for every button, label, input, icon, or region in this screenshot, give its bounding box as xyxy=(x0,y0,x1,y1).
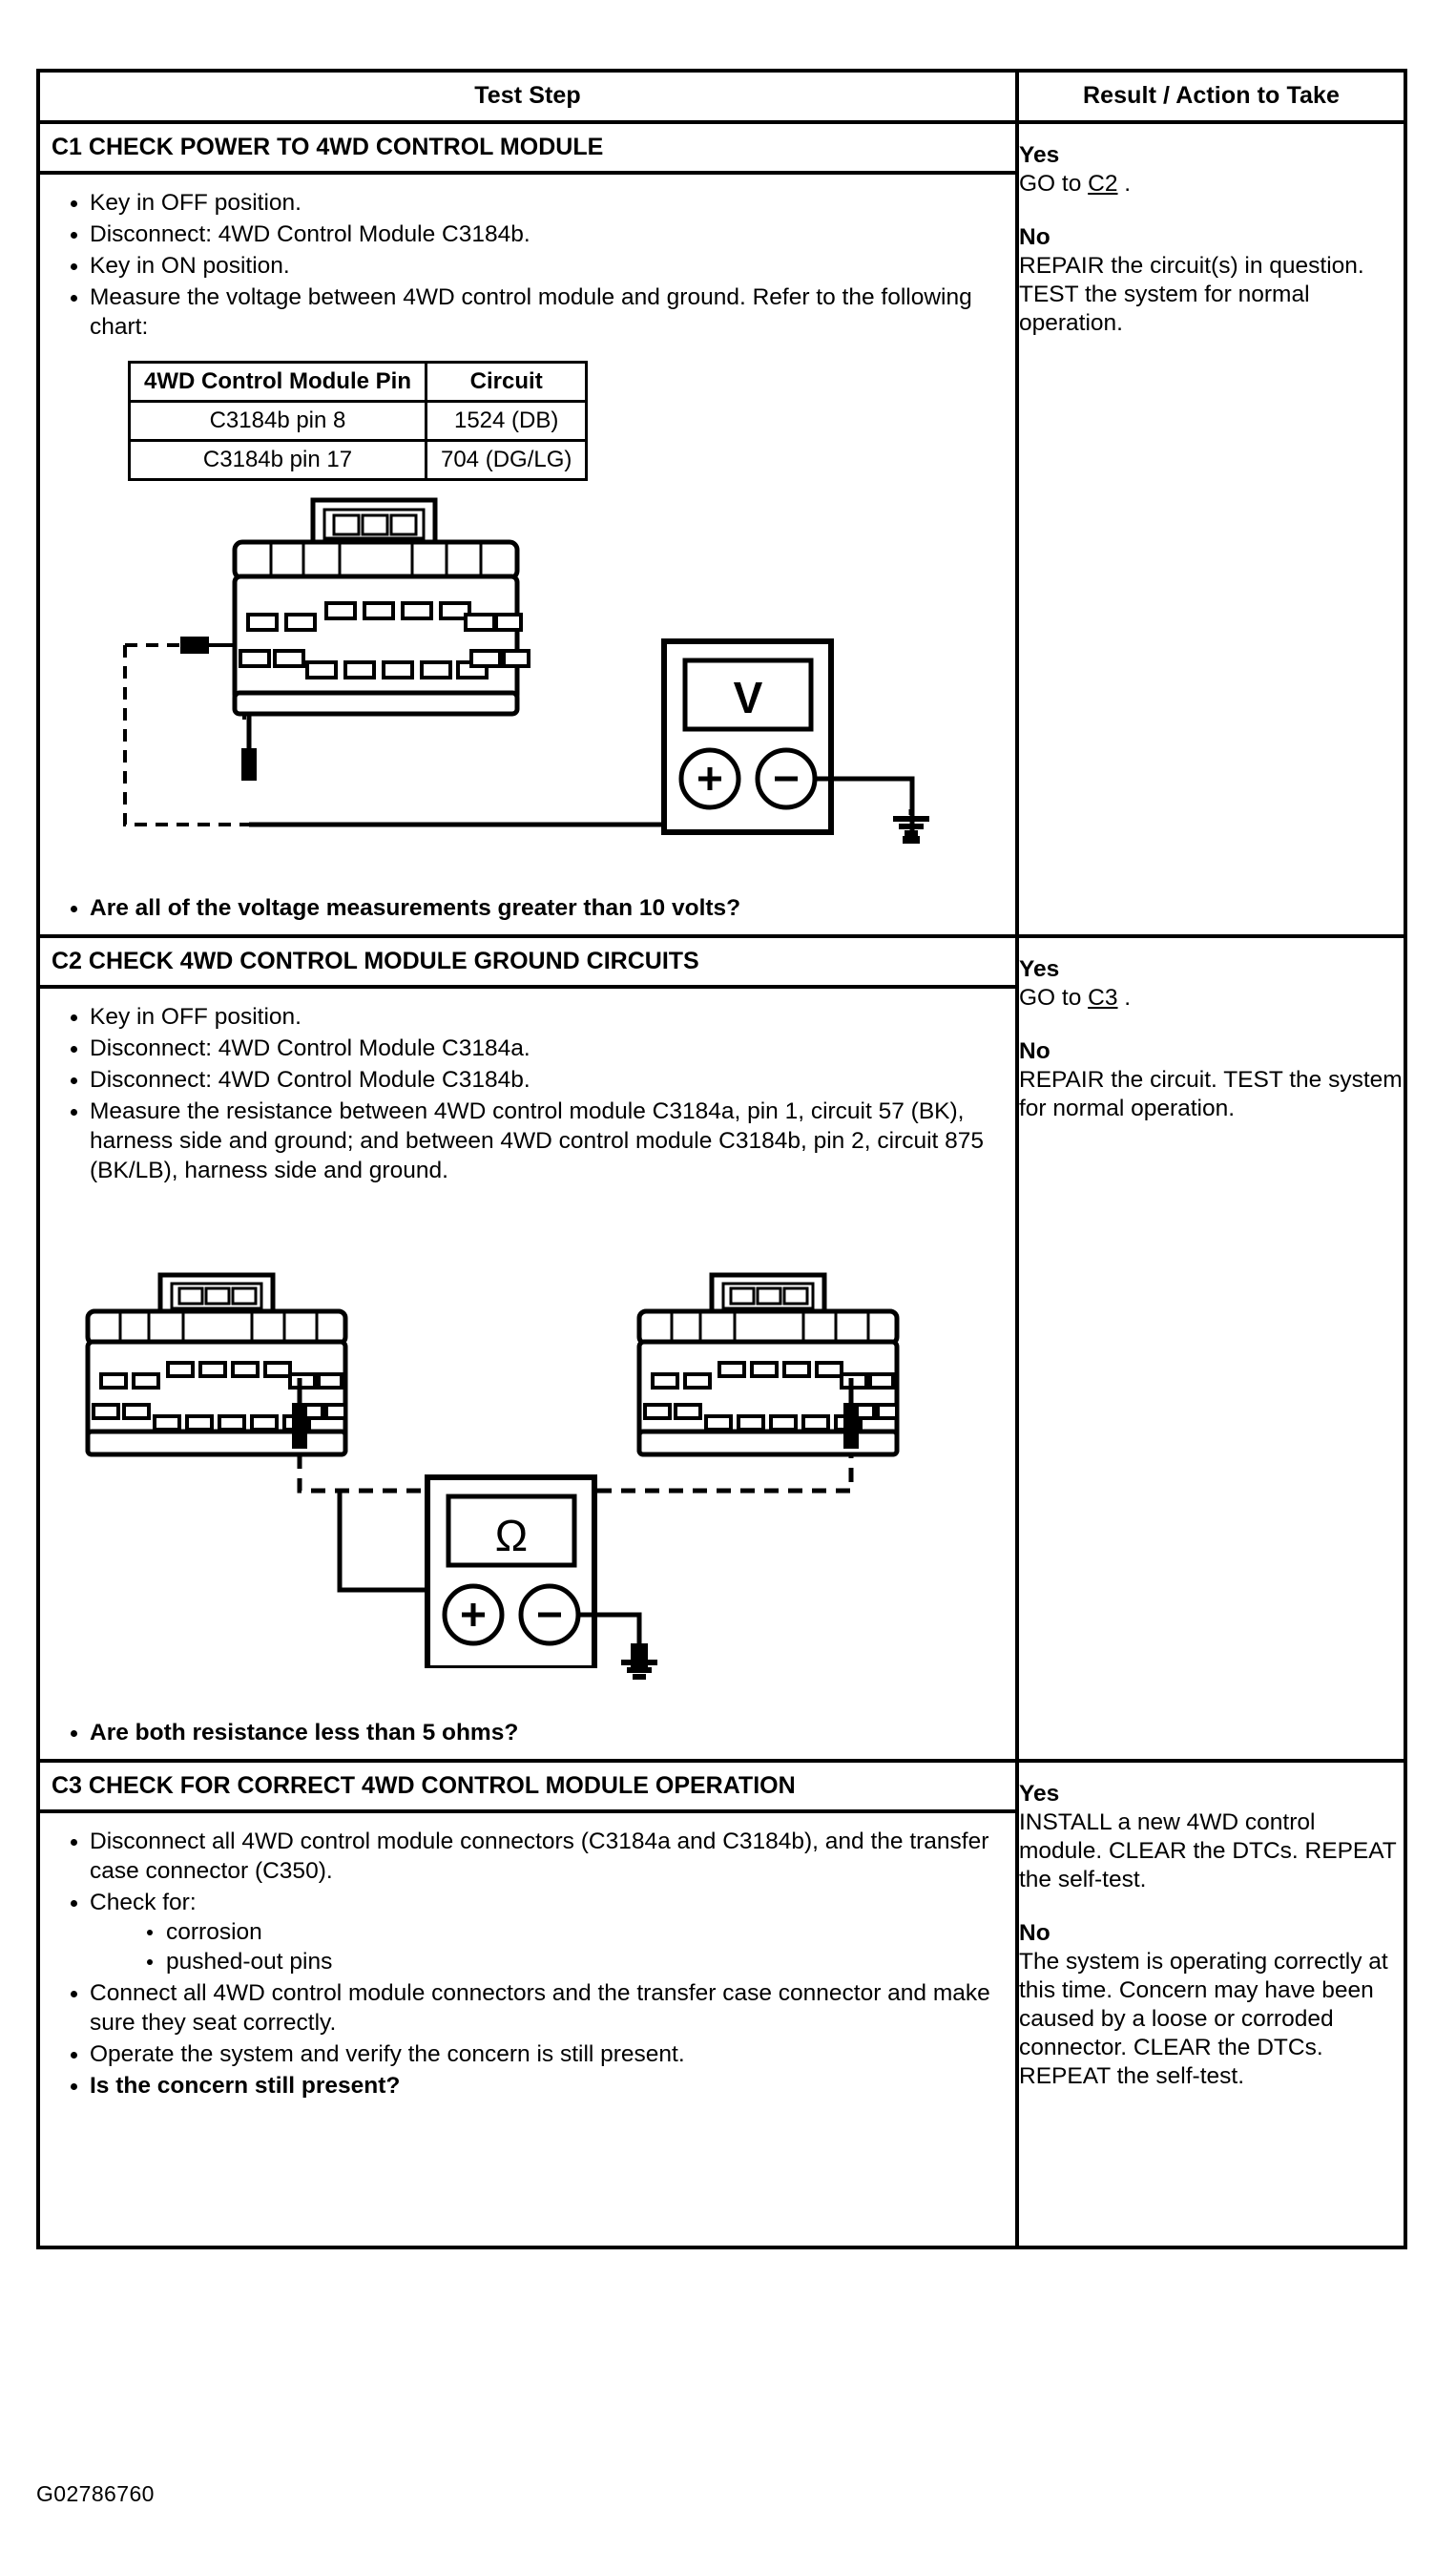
goto-suffix: . xyxy=(1117,171,1132,197)
pin-circuit-chart: 4WD Control Module Pin Circuit C3184b pi… xyxy=(128,361,589,481)
list-item: Disconnect: 4WD Control Module C3184b. xyxy=(53,219,1002,249)
pin-cell: C3184b pin 17 xyxy=(128,439,427,481)
step-c2-body: Key in OFF position. Disconnect: 4WD Con… xyxy=(40,989,1015,1759)
step-c2-bullet-list: Key in OFF position. Disconnect: 4WD Con… xyxy=(53,1002,1002,1185)
step-c1-question: Are all of the voltage measurements grea… xyxy=(53,893,1002,923)
goto-suffix: . xyxy=(1117,985,1132,1011)
pin-cell: C3184b pin 8 xyxy=(128,400,427,442)
figure-reference-code: G02786760 xyxy=(36,2481,155,2506)
step-row-c2: C2 CHECK 4WD CONTROL MODULE GROUND CIRCU… xyxy=(40,938,1404,1759)
list-item: Operate the system and verify the concer… xyxy=(53,2039,1002,2069)
step-c2-result-cell: Yes GO to C3 . No REPAIR the circuit. TE… xyxy=(1019,938,1404,1759)
sub-list-item: pushed-out pins xyxy=(134,1947,1002,1976)
step-c2-title: C2 CHECK 4WD CONTROL MODULE GROUND CIRCU… xyxy=(40,938,1015,989)
step-c3-yes-label: Yes xyxy=(1019,1781,1060,1807)
step-c3-yes-text: INSTALL a new 4WD control module. CLEAR … xyxy=(1019,1809,1397,1892)
step-c1-yes-label: Yes xyxy=(1019,142,1060,168)
step-c1-result-cell: Yes GO to C2 . No REPAIR the circuit(s) … xyxy=(1019,124,1404,934)
step-c3-no-text: The system is operating correctly at thi… xyxy=(1019,1949,1388,2089)
step-c1-no-text: REPAIR the circuit(s) in question. TEST … xyxy=(1019,253,1364,336)
step-row-c1: C1 CHECK POWER TO 4WD CONTROL MODULE Key… xyxy=(40,124,1404,934)
step-c3-no-label: No xyxy=(1019,1920,1050,1946)
row-separator xyxy=(40,934,1404,938)
step-c1-yes-text: GO to C2 . xyxy=(1019,170,1404,199)
list-item-text: Check for: xyxy=(90,1890,197,1915)
step-c3-body: Disconnect all 4WD control module connec… xyxy=(40,1813,1015,2246)
list-item: Measure the resistance between 4WD contr… xyxy=(53,1097,1002,1185)
list-item: Disconnect: 4WD Control Module C3184a. xyxy=(53,1034,1002,1063)
pin-chart-header-circuit: Circuit xyxy=(424,361,589,403)
list-item-text: Measure the voltage between 4WD control … xyxy=(90,284,972,340)
column-header-result-action: Result / Action to Take xyxy=(1083,82,1340,109)
step-c1-body: Key in OFF position. Disconnect: 4WD Con… xyxy=(40,175,1015,934)
ohmmeter-symbol: Ω xyxy=(425,1474,597,1668)
step-c1-test-step-cell: C1 CHECK POWER TO 4WD CONTROL MODULE Key… xyxy=(40,124,1019,934)
pin-chart-header-pin: 4WD Control Module Pin xyxy=(128,361,427,403)
step-c3-result-cell: Yes INSTALL a new 4WD control module. CL… xyxy=(1019,1763,1404,2246)
step-c3-title: C3 CHECK FOR CORRECT 4WD CONTROL MODULE … xyxy=(40,1763,1015,1813)
list-item: Disconnect: 4WD Control Module C3184b. xyxy=(53,1065,1002,1095)
step-c2-yes-text: GO to C3 . xyxy=(1019,984,1404,1013)
list-item: Disconnect all 4WD control module connec… xyxy=(53,1827,1002,1886)
voltmeter-symbol: V xyxy=(661,638,834,835)
list-item: Connect all 4WD control module connector… xyxy=(53,1978,1002,2038)
step-c2-question: Are both resistance less than 5 ohms? xyxy=(53,1718,1002,1747)
svg-text:V: V xyxy=(734,673,763,722)
goto-prefix: GO to xyxy=(1019,985,1089,1011)
list-item: Key in OFF position. xyxy=(53,188,1002,218)
circuit-cell: 1524 (DB) xyxy=(424,400,589,442)
step-c1-title: C1 CHECK POWER TO 4WD CONTROL MODULE xyxy=(40,124,1015,175)
xref-link-c2[interactable]: C2 xyxy=(1088,171,1118,197)
step-c1-wiring-diagram: V xyxy=(53,481,1002,844)
step-c2-no-text: REPAIR the circuit. TEST the system for … xyxy=(1019,1067,1403,1121)
table-row: C3184b pin 8 1524 (DB) xyxy=(128,400,589,442)
sub-list-item: corrosion xyxy=(134,1917,1002,1947)
c1-diagram-svg: V xyxy=(123,497,920,844)
list-item: Key in ON position. xyxy=(53,251,1002,281)
c2-diagram-svg: Ω xyxy=(85,1272,900,1668)
list-item: Key in OFF position. xyxy=(53,1002,1002,1032)
step-c3-test-step-cell: C3 CHECK FOR CORRECT 4WD CONTROL MODULE … xyxy=(40,1763,1019,2246)
step-c2-yes-label: Yes xyxy=(1019,956,1060,982)
table-row: 4WD Control Module Pin Circuit xyxy=(128,361,589,403)
c1-ground-symbol xyxy=(893,809,929,836)
step-c3-question: Is the concern still present? xyxy=(53,2071,1002,2101)
goto-prefix: GO to xyxy=(1019,171,1089,197)
list-item: Check for: corrosion pushed-out pins xyxy=(53,1888,1002,1976)
step-c1-no-label: No xyxy=(1019,224,1050,250)
step-c3-sub-bullet-list: corrosion pushed-out pins xyxy=(90,1917,1002,1976)
pinpoint-test-table: Test Step Result / Action to Take C1 CHE… xyxy=(36,69,1407,2249)
row-separator xyxy=(40,1759,1404,1763)
step-c3-bullet-list: Disconnect all 4WD control module connec… xyxy=(53,1827,1002,2101)
step-c2-wiring-diagram: Ω xyxy=(53,1258,1002,1668)
column-header-test-step: Test Step xyxy=(474,82,581,109)
step-c1-bullet-list: Key in OFF position. Disconnect: 4WD Con… xyxy=(53,188,1002,342)
step-row-c3: C3 CHECK FOR CORRECT 4WD CONTROL MODULE … xyxy=(40,1763,1404,2246)
step-c2-no-label: No xyxy=(1019,1038,1050,1064)
step-c2-question-list: Are both resistance less than 5 ohms? xyxy=(53,1718,1002,1759)
step-c1-question-list: Are all of the voltage measurements grea… xyxy=(53,893,1002,934)
c2-ground-symbol xyxy=(621,1653,657,1680)
table-row: C3184b pin 17 704 (DG/LG) xyxy=(128,439,589,481)
circuit-cell: 704 (DG/LG) xyxy=(424,439,589,481)
xref-link-c3[interactable]: C3 xyxy=(1088,985,1118,1011)
table-header-row: Test Step Result / Action to Take xyxy=(40,73,1404,124)
list-item: Measure the voltage between 4WD control … xyxy=(53,282,1002,342)
svg-text:Ω: Ω xyxy=(495,1511,528,1560)
step-c2-test-step-cell: C2 CHECK 4WD CONTROL MODULE GROUND CIRCU… xyxy=(40,938,1019,1759)
